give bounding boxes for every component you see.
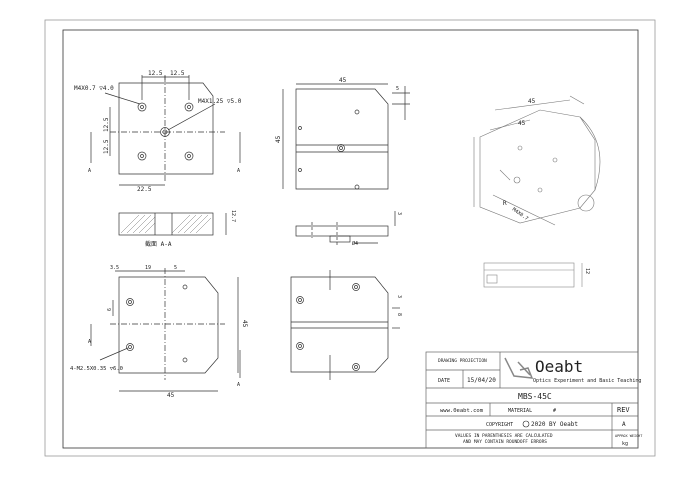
bl-dim-b: 19 — [145, 265, 151, 271]
tc-dim-width: 45 — [339, 77, 347, 84]
bottom-left-view — [90, 268, 241, 392]
inner-border — [62, 29, 639, 449]
bcf-dim-hole: Ø4 — [352, 240, 358, 247]
tl-callout-left: M4X0.7 ▽4.0 — [74, 85, 114, 92]
section-view — [118, 212, 227, 236]
tl-dim-side-b: 12.5 — [103, 139, 110, 154]
bc-dim-a: 8 — [396, 313, 402, 316]
tb-rev-label: REV — [617, 406, 630, 414]
tb-note-line2: AND MAY CONTAIN ROUNDOFF ERRORS — [463, 439, 547, 445]
tc-dim-height: 45 — [275, 135, 282, 143]
tb-material-value: # — [553, 408, 556, 414]
bl-dim-height: 45 — [241, 320, 248, 328]
iso-dim-r: R — [503, 200, 507, 207]
section-dim-height: 12.7 — [230, 210, 236, 222]
bottom-center-view — [290, 270, 400, 380]
tl-dim-side-a: 12.5 — [103, 117, 110, 132]
title-block — [425, 351, 639, 449]
bl-dim-a: 3.5 — [110, 265, 119, 271]
tb-approx-weight-label: APPROX WEIGHT — [615, 434, 643, 438]
copyright-icon — [522, 420, 530, 428]
iso-dim-diag: M4X0.7 — [511, 207, 529, 222]
bl-dim-c: 5 — [174, 265, 177, 271]
tl-callout-right: M4X1.25 ▽5.0 — [198, 98, 242, 105]
bcf-dim-height: 3 — [396, 212, 402, 215]
tb-logo-text: Oeabt — [535, 357, 583, 376]
bl-callout: 4-M2.5X0.35 ▽6.0 — [70, 366, 123, 372]
tb-weight-unit: kg — [622, 441, 628, 447]
tc-dim-small: 5 — [396, 86, 399, 92]
bl-mark-right: A — [237, 382, 240, 388]
tl-section-mark-left: A — [88, 168, 91, 174]
tb-drawing-projection: DRAWING PROJECTION — [438, 358, 487, 364]
bl-mark-left: A — [88, 339, 91, 345]
tl-dim-top-b: 12.5 — [170, 70, 185, 77]
tb-logo-tagline: Optics Experiment and Basic Teaching — [533, 378, 641, 384]
outer-border — [44, 19, 656, 457]
tb-rev-value: A — [622, 421, 626, 428]
bottom-center-front — [295, 211, 396, 245]
iso-side-view — [483, 262, 583, 288]
tb-website: www.0eabt.com — [440, 408, 484, 414]
iso-view — [473, 95, 601, 226]
bl-dim-side: 6 — [107, 308, 113, 311]
tb-copyright-text: 2020 BY Oeabt — [531, 421, 578, 428]
tb-note-line1: VALUES IN PARENTHESIS ARE CALCULATED — [455, 433, 553, 439]
tb-part-number: MBS-45C — [518, 392, 552, 401]
tb-date: 15/04/20 — [467, 377, 496, 384]
top-center-view — [282, 83, 410, 190]
tl-dim-bottom: 22.5 — [137, 186, 152, 193]
tb-copyright-label: COPYRIGHT — [486, 422, 513, 428]
tb-material-label: MATERIAL — [508, 408, 532, 414]
tl-dim-top-a: 12.5 — [148, 70, 163, 77]
iso-dim-width: 12 — [584, 268, 590, 274]
iso-dim-45: 45 — [518, 120, 526, 127]
bl-dim-bottom: 45 — [167, 392, 175, 399]
tl-section-mark-right: A — [237, 168, 240, 174]
oeabt-logo-icon — [504, 357, 534, 379]
section-label: 截面 A-A — [145, 240, 172, 248]
bc-dim-b: 3 — [396, 295, 402, 298]
top-left-view — [90, 75, 241, 186]
tb-date-label: DATE — [438, 378, 450, 384]
iso-dim-top: 45 — [528, 98, 536, 105]
